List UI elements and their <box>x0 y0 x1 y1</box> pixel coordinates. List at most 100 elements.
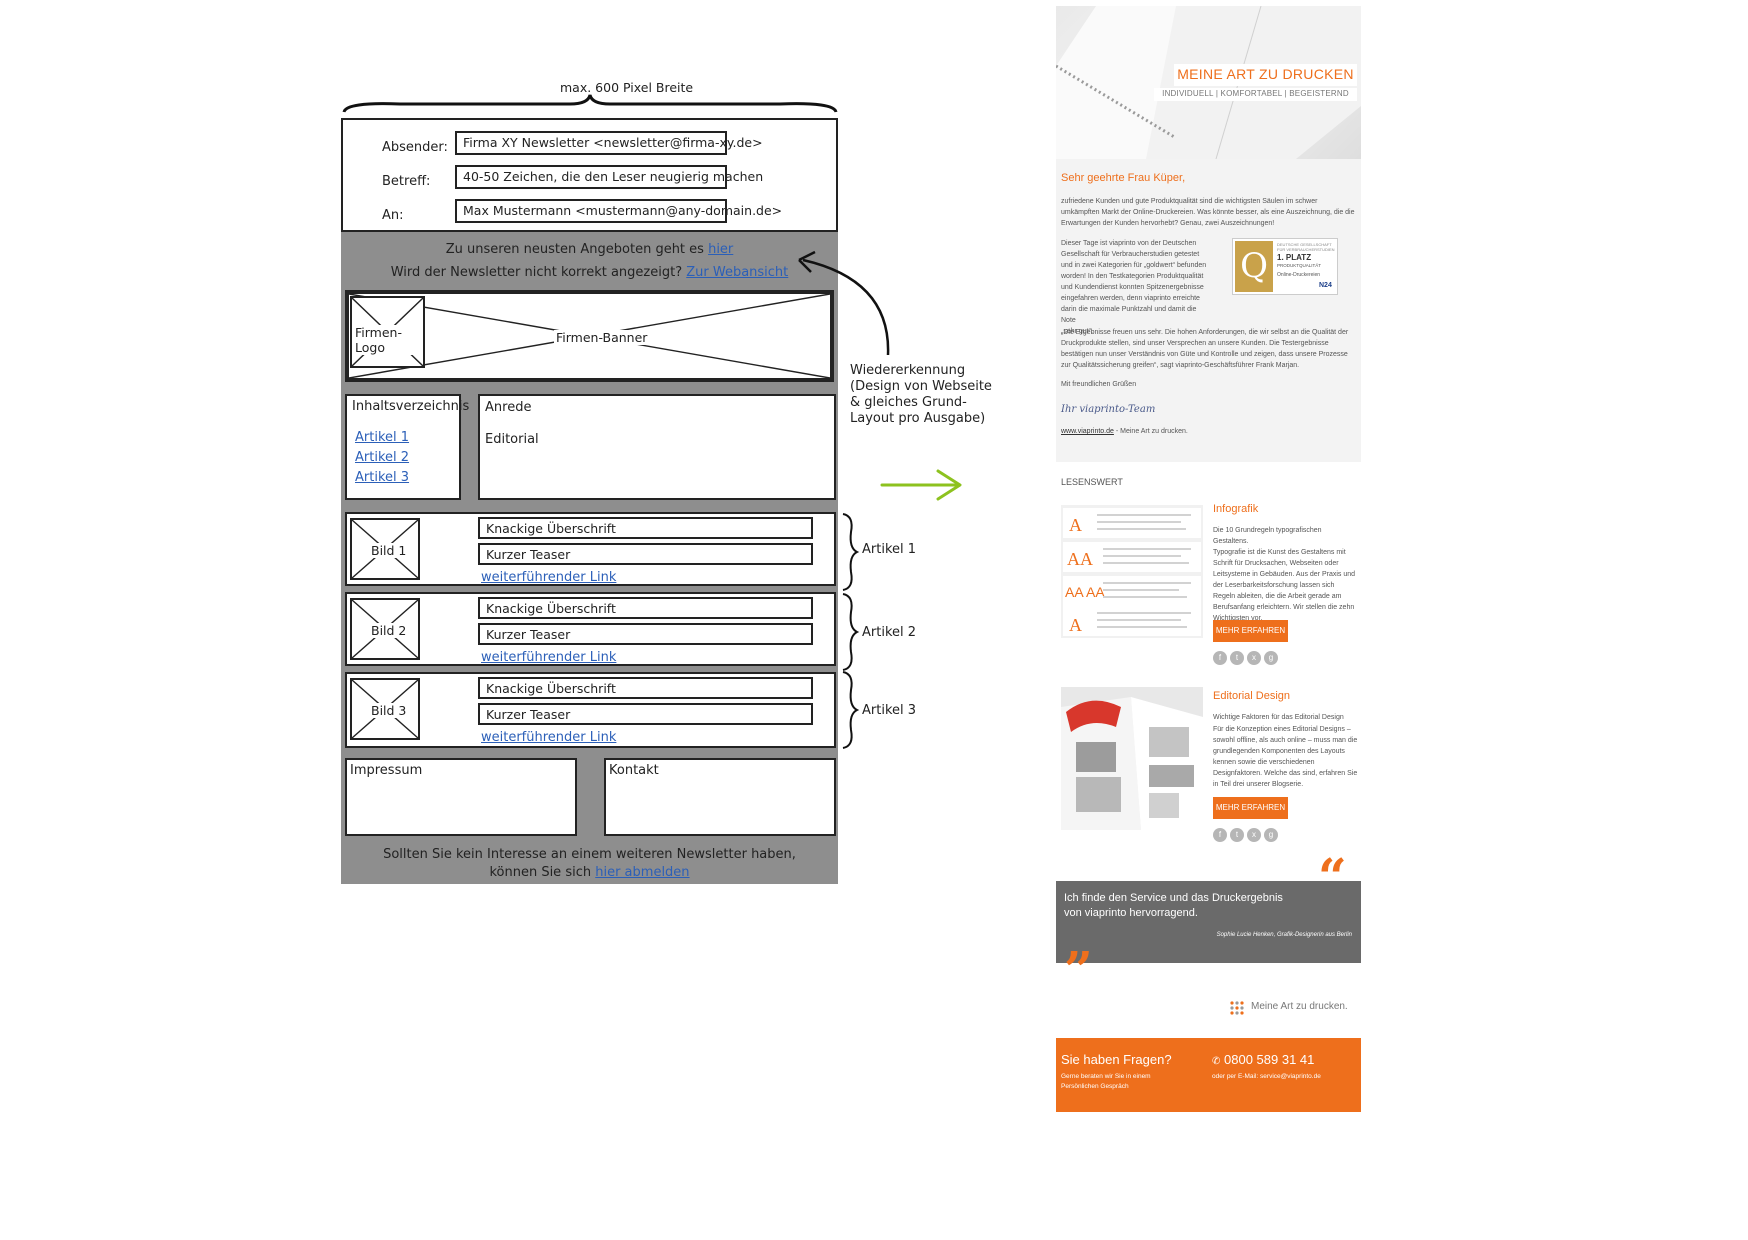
editorial-box <box>478 394 836 500</box>
web-view-link[interactable]: Zur Webansicht <box>686 265 789 280</box>
testimonial-text: Ich finde den Service und das Druckergeb… <box>1064 891 1283 921</box>
offers-link[interactable]: hier <box>708 242 734 257</box>
sender-field: Firma XY Newsletter <newsletter@firma-xy… <box>455 131 763 155</box>
banner-placeholder: Firmen-Banner <box>347 292 832 380</box>
hero-subtitle: INDIVIDUELL | KOMFORTABEL | BEGEISTERND <box>1162 89 1349 98</box>
contact-box <box>604 758 836 836</box>
logo-label: Firmen-Logo <box>353 325 423 355</box>
subject-field: 40-50 Zeichen, die den Leser neugierig m… <box>455 165 763 189</box>
award-tag: DEUTSCHE GESELLSCHAFT FÜR VERBRAUCHERSTU… <box>1277 242 1335 252</box>
phone-number[interactable]: 0800 589 31 41 <box>1224 1052 1315 1067</box>
testimonial-line: Ich finde den Service und das Druckergeb… <box>1064 892 1283 904</box>
magazine-illustration <box>1061 687 1203 830</box>
xing-icon[interactable]: x <box>1247 651 1261 665</box>
hero-title: MEINE ART ZU DRUCKEN <box>1177 66 1354 82</box>
article-brace <box>842 513 860 591</box>
sender-label: Absender: <box>382 140 448 155</box>
intro-text: zufriedene Kunden und gute Produktqualit… <box>1061 198 1355 227</box>
article-link[interactable]: weiterführender Link <box>481 570 617 585</box>
imprint-box <box>345 758 577 836</box>
phone-icon: ✆ <box>1212 1056 1221 1067</box>
toc-link-3[interactable]: Artikel 3 <box>355 470 410 485</box>
hero-title-plate <box>1174 64 1357 86</box>
regards: Mit freundlichen Grüßen <box>1061 381 1137 388</box>
svg-text:AA: AA <box>1067 549 1093 569</box>
award-text-line: „sehr gut“. <box>1061 328 1093 335</box>
subject-label: Betreff: <box>382 174 431 189</box>
award-text-line: worden! In den Testkategorien Produktqua… <box>1061 273 1204 280</box>
award-rank: 1. PLATZ <box>1277 253 1312 262</box>
toc-box <box>345 394 461 500</box>
unsubscribe-line-2: können Sie sich hier abmelden <box>341 865 838 880</box>
teaser-field: Kurzer Teaser <box>478 623 813 645</box>
contact-email[interactable]: oder per E-Mail: service@viaprinto.de <box>1212 1073 1321 1080</box>
hero-subtitle-plate <box>1154 88 1357 101</box>
contact-subtitle-line: Persönlichen Gespräch <box>1061 1083 1129 1090</box>
teaser-field: Kurzer Teaser <box>478 543 813 565</box>
article-brace <box>842 593 860 671</box>
article-link[interactable]: weiterführender Link <box>481 730 617 745</box>
image-label: Bild 1 <box>369 543 409 558</box>
award-text: Dieser Tage ist viaprinto von der Deutsc… <box>1061 238 1211 337</box>
googleplus-icon[interactable]: g <box>1264 651 1278 665</box>
preheader-line-2: Wird der Newsletter nicht korrekt angeze… <box>341 265 838 280</box>
note-line-2: (Design von Webseite <box>850 379 992 394</box>
facebook-icon[interactable]: f <box>1213 651 1227 665</box>
award-segment: Online-Druckereien <box>1277 272 1321 278</box>
article-link[interactable]: weiterführender Link <box>481 650 617 665</box>
headline-field: Knackige Überschrift <box>478 597 813 619</box>
quote-open-icon: “ <box>1318 847 1347 906</box>
award-brand: N24 <box>1319 282 1332 289</box>
twitter-icon[interactable]: t <box>1230 651 1244 665</box>
article-title-2: Editorial Design <box>1213 690 1291 702</box>
greeting: Sehr geehrte Frau Küper, <box>1061 172 1186 184</box>
award-category: PRODUKTQUALITÄT <box>1277 263 1322 268</box>
headline-field: Knackige Überschrift <box>478 677 813 699</box>
image-label: Bild 3 <box>369 703 409 718</box>
quote-text: „Die Ergebnisse freuen uns sehr. Die hoh… <box>1061 329 1349 369</box>
svg-text:A: A <box>1069 515 1082 535</box>
more-button-2[interactable]: MEHR ERFAHREN <box>1213 797 1288 819</box>
toc-link-1[interactable]: Artikel 1 <box>355 430 410 445</box>
salutation-label: Anrede <box>485 400 532 415</box>
unsubscribe-link[interactable]: hier abmelden <box>595 865 690 880</box>
facebook-icon[interactable]: f <box>1213 828 1227 842</box>
twitter-icon[interactable]: t <box>1230 828 1244 842</box>
award-text-line: Dieser Tage ist viaprinto von der Deutsc… <box>1061 240 1197 247</box>
article-image-placeholder: Bild 1 <box>350 518 420 580</box>
infographic-illustration: A AA AA AA A <box>1063 508 1201 636</box>
note-line-3: & gleiches Grund- <box>850 395 967 410</box>
signature: Ihr viaprinto-Team <box>1061 404 1156 415</box>
article-side-label: Artikel 1 <box>862 542 917 557</box>
more-button-1[interactable]: MEHR ERFAHREN <box>1213 620 1288 642</box>
contact-subtitle-line: Gerne beraten wir Sie in einem <box>1061 1073 1151 1080</box>
preheader-line-1: Zu unseren neusten Angeboten geht es hie… <box>341 242 838 257</box>
article-text-1: Typografie ist die Kunst des Gestaltens … <box>1213 549 1356 622</box>
xing-icon[interactable]: x <box>1247 828 1261 842</box>
award-text-line: eingefahren werden, denn viaprinto errei… <box>1061 295 1200 302</box>
brand-claim: Meine Art zu drucken. <box>1251 1001 1348 1012</box>
article-subtitle-1: Die 10 Grundregeln typografischen Gestal… <box>1213 527 1322 545</box>
brand-logo-icon <box>1230 1001 1244 1015</box>
signature-line: www.viaprinto.de - Meine Art zu drucken. <box>1061 426 1188 437</box>
article-image-placeholder: Bild 3 <box>350 678 420 740</box>
transition-arrow-icon <box>880 469 962 501</box>
article-text-2: Für die Konzeption eines Editorial Desig… <box>1213 726 1358 788</box>
teaser-field: Kurzer Teaser <box>478 703 813 725</box>
letter-panel <box>1056 159 1361 462</box>
to-label: An: <box>382 208 404 223</box>
recognition-arrow <box>798 250 890 356</box>
website-link[interactable]: www.viaprinto.de <box>1061 428 1114 435</box>
phone-row: ✆ 0800 589 31 41 <box>1212 1052 1314 1067</box>
article-subtitle-2: Wichtige Faktoren für das Editorial Desi… <box>1213 714 1344 721</box>
recognition-note: Wiedererkennung (Design von Webseite & g… <box>850 363 992 427</box>
signature-claim: - Meine Art zu drucken. <box>1113 428 1188 435</box>
googleplus-icon[interactable]: g <box>1264 828 1278 842</box>
editorial-label: Editorial <box>485 432 539 447</box>
article-side-label: Artikel 2 <box>862 625 917 640</box>
toc-link-2[interactable]: Artikel 2 <box>355 450 410 465</box>
article-brace <box>842 671 860 749</box>
article-side-label: Artikel 3 <box>862 703 917 718</box>
article-image-placeholder: Bild 2 <box>350 598 420 660</box>
contact-footer <box>1056 1038 1361 1112</box>
